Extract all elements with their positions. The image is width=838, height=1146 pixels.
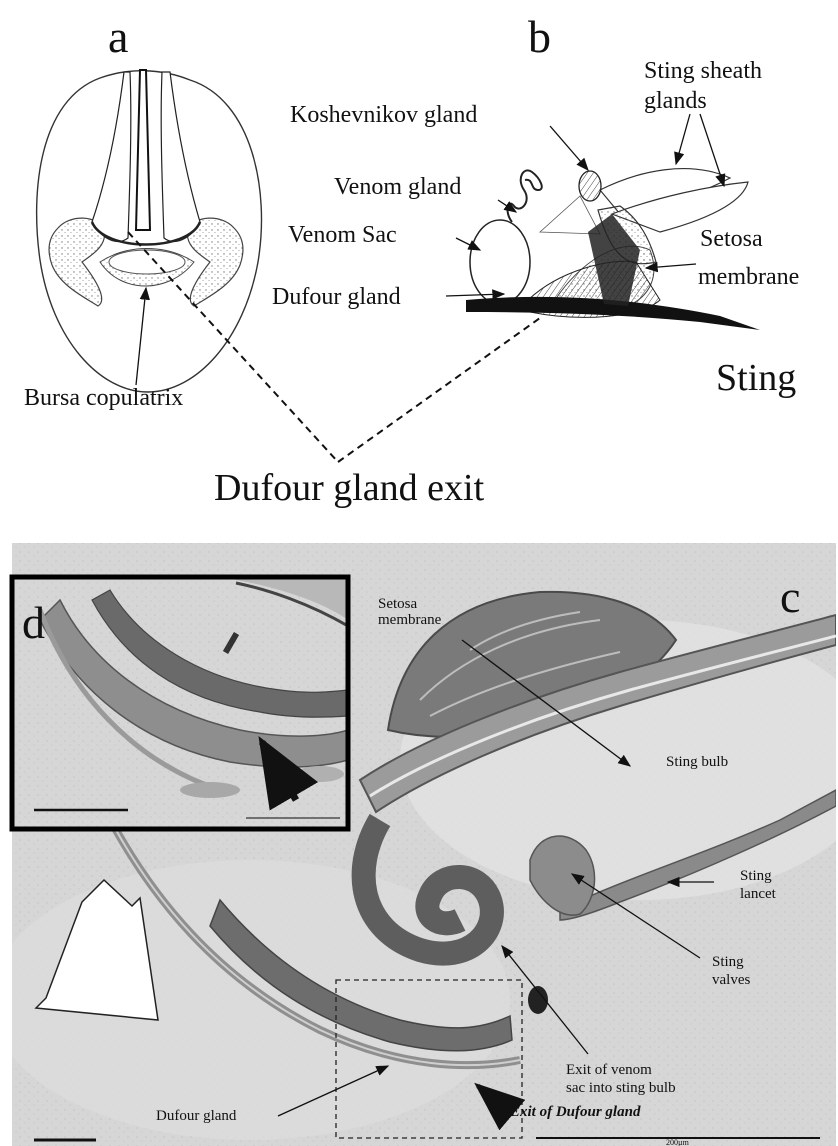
venom-gland-coil — [508, 170, 542, 222]
panel-a-drawing: a Bursa copulatrix — [24, 11, 261, 411]
setosa-membrane-micro-2: membrane — [378, 612, 442, 628]
panel-label-d: d — [22, 597, 45, 648]
sting-lancet-label-1: Sting — [740, 868, 772, 884]
venom-sac-label: Venom Sac — [288, 222, 397, 248]
sting-sheath-glands-label-1: Sting sheath — [644, 58, 762, 84]
sting-label: Sting — [716, 357, 796, 399]
setosa-membrane-label-1: Setosa — [700, 226, 763, 252]
bursa-copulatrix-label: Bursa copulatrix — [24, 385, 183, 411]
sting-valves-label-2: valves — [712, 972, 750, 988]
dufour-gland-micro-label: Dufour gland — [156, 1108, 237, 1124]
panel-label-a: a — [108, 11, 128, 62]
sting-lancet-label-2: lancet — [740, 886, 777, 902]
dufour-gland-exit-label: Dufour gland exit — [214, 467, 485, 509]
scale-bar-text: 200µm — [666, 1138, 690, 1146]
sting-valves-label-1: Sting — [712, 954, 744, 970]
venom-sac-shape — [470, 220, 530, 304]
setosa-membrane-label-2: membrane — [698, 264, 799, 290]
sting-bulb-label: Sting bulb — [666, 754, 728, 770]
koshevnikov-fan — [540, 196, 600, 234]
sheath-leader-1 — [676, 114, 690, 164]
venom-gland-label: Venom gland — [334, 174, 461, 200]
setosa-membrane-micro-1: Setosa — [378, 596, 418, 612]
koshevnikov-gland-shape — [579, 171, 601, 201]
exit-venom-label-2: sac into sting bulb — [566, 1080, 676, 1096]
koshevnikov-gland-label: Koshevnikov gland — [290, 102, 477, 128]
sting-sheath-glands-label-2: glands — [644, 88, 707, 114]
panel-label-c: c — [780, 571, 800, 622]
panel-label-b: b — [528, 11, 551, 62]
panel-d-inset: d — [12, 577, 348, 829]
exit-venom-label-1: Exit of venom — [566, 1062, 652, 1078]
panel-b-drawing: b Koshevnikov gland Sting sheath glands … — [272, 11, 799, 399]
koshevnikov-leader — [550, 126, 588, 170]
dufour-gland-label-b: Dufour gland — [272, 284, 401, 310]
exit-dufour-label: Exit of Dufour gland — [509, 1104, 641, 1120]
